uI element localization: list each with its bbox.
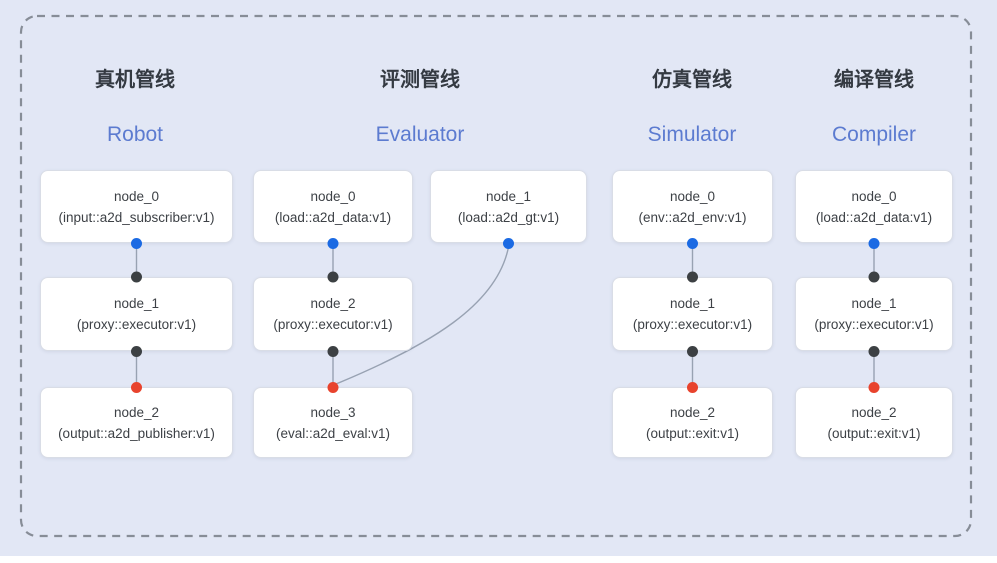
pipeline-simulator-node-1: node_1 (proxy::executor:v1) — [612, 277, 773, 351]
node-name: node_1 — [851, 296, 897, 311]
node-impl: (eval::a2d_eval:v1) — [275, 425, 391, 441]
pipeline-evaluator-title-en: Evaluator — [375, 123, 465, 146]
node-impl: (load::a2d_gt:v1) — [457, 209, 560, 225]
node-name: node_2 — [310, 296, 356, 311]
node-impl: (proxy::executor:v1) — [76, 317, 197, 332]
pipeline-compiler-node-2: node_2 (output::exit:v1) — [795, 387, 953, 458]
node-impl: (env::a2d_env:v1) — [638, 209, 747, 225]
pipeline-robot-node-0: node_0 (input::a2d_subscriber:v1) — [40, 170, 233, 243]
node-name: node_1 — [669, 296, 716, 311]
node-impl: (proxy::executor:v1) — [273, 317, 393, 332]
pipeline-simulator-node-0: node_0 (env::a2d_env:v1) — [612, 170, 773, 243]
node-impl: (output::exit:v1) — [645, 425, 740, 441]
pipeline-compiler-title-zh: 编译管线 — [834, 69, 914, 91]
pipeline-evaluator-node-3: node_3 (eval::a2d_eval:v1) — [253, 387, 413, 458]
node-name: node_3 — [310, 404, 356, 420]
pipeline-robot-title-en: Robot — [106, 123, 164, 146]
node-name: node_2 — [669, 404, 716, 420]
pipeline-evaluator-node-1: node_1 (load::a2d_gt:v1) — [430, 170, 587, 243]
edge-evaluator-1-3 — [335, 246, 510, 385]
pipeline-evaluator-title-zh: 评测管线 — [380, 69, 460, 91]
node-name: node_1 — [485, 188, 532, 204]
pipeline-compiler-node-1: node_1 (proxy::executor:v1) — [795, 277, 953, 351]
node-impl: (load::a2d_data:v1) — [815, 209, 933, 225]
dashed-boundary — [19, 14, 973, 538]
pipeline-simulator-title-zh: 仿真管线 — [652, 69, 732, 91]
pipeline-compiler-title-en: Compiler — [831, 123, 917, 146]
bottom-edge-strip — [0, 556, 997, 563]
node-name: node_2 — [113, 404, 160, 420]
pipeline-evaluator-node-2: node_2 (proxy::executor:v1) — [253, 277, 413, 351]
node-impl: (input::a2d_subscriber:v1) — [58, 209, 215, 225]
node-impl: (output::a2d_publisher:v1) — [58, 425, 215, 441]
pipeline-robot-node-2: node_2 (output::a2d_publisher:v1) — [40, 387, 233, 458]
node-name: node_0 — [310, 188, 356, 204]
node-name: node_2 — [851, 404, 897, 420]
node-name: node_0 — [851, 188, 897, 204]
node-impl: (load::a2d_data:v1) — [274, 209, 392, 225]
pipeline-compiler-node-0: node_0 (load::a2d_data:v1) — [795, 170, 953, 243]
pipeline-simulator-node-2: node_2 (output::exit:v1) — [612, 387, 773, 458]
node-name: node_1 — [113, 296, 160, 311]
pipeline-robot-node-1: node_1 (proxy::executor:v1) — [40, 277, 233, 351]
node-name: node_0 — [669, 188, 716, 204]
pipeline-robot-title-zh: 真机管线 — [95, 69, 175, 91]
node-name: node_0 — [113, 188, 160, 204]
node-impl: (proxy::executor:v1) — [632, 317, 753, 332]
pipeline-simulator-title-en: Simulator — [647, 123, 737, 146]
node-impl: (output::exit:v1) — [827, 425, 921, 441]
node-impl: (proxy::executor:v1) — [814, 317, 934, 332]
pipeline-evaluator-node-0: node_0 (load::a2d_data:v1) — [253, 170, 413, 243]
